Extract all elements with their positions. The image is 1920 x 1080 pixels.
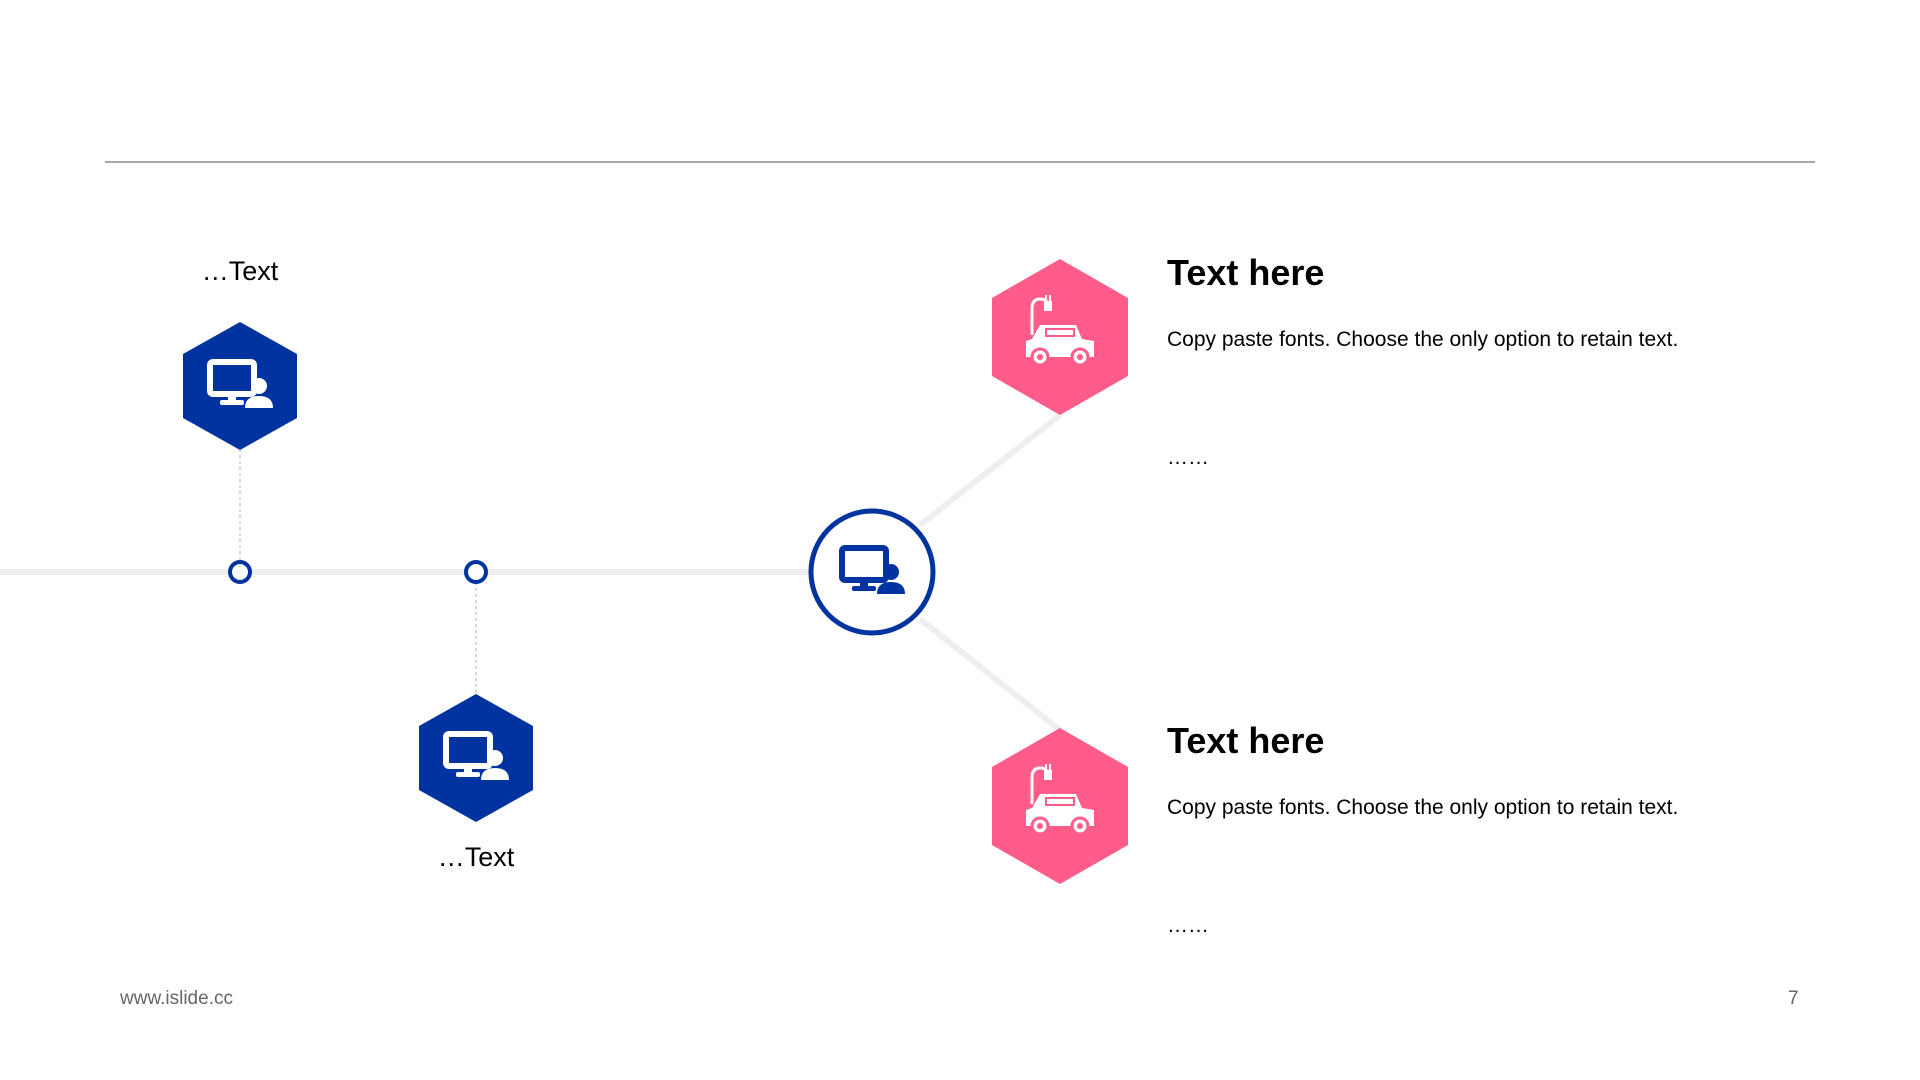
page-number: 7 <box>1788 988 1799 1009</box>
timeline-node-2 <box>464 560 488 584</box>
pink-hexagon-1 <box>992 259 1128 415</box>
connector-top <box>918 412 1062 528</box>
center-circle <box>808 508 936 636</box>
blue-hexagon-2 <box>419 694 533 822</box>
left-node-label-1: …Text <box>201 256 279 286</box>
item-body-1: Copy paste fonts. Choose the only option… <box>1167 328 1679 351</box>
connector-bottom <box>918 616 1062 733</box>
item-body-2: Copy paste fonts. Choose the only option… <box>1167 796 1679 819</box>
footer-website: www.islide.cc <box>120 988 233 1009</box>
left-node-label-2: …Text <box>437 842 515 872</box>
pink-hexagon-2 <box>992 728 1128 884</box>
item-more-1: …… <box>1167 446 1209 469</box>
item-title-1: Text here <box>1167 252 1325 293</box>
blue-hexagon-1 <box>183 322 297 450</box>
timeline-node-1 <box>228 560 252 584</box>
item-more-2: …… <box>1167 914 1209 937</box>
item-title-2: Text here <box>1167 720 1325 761</box>
